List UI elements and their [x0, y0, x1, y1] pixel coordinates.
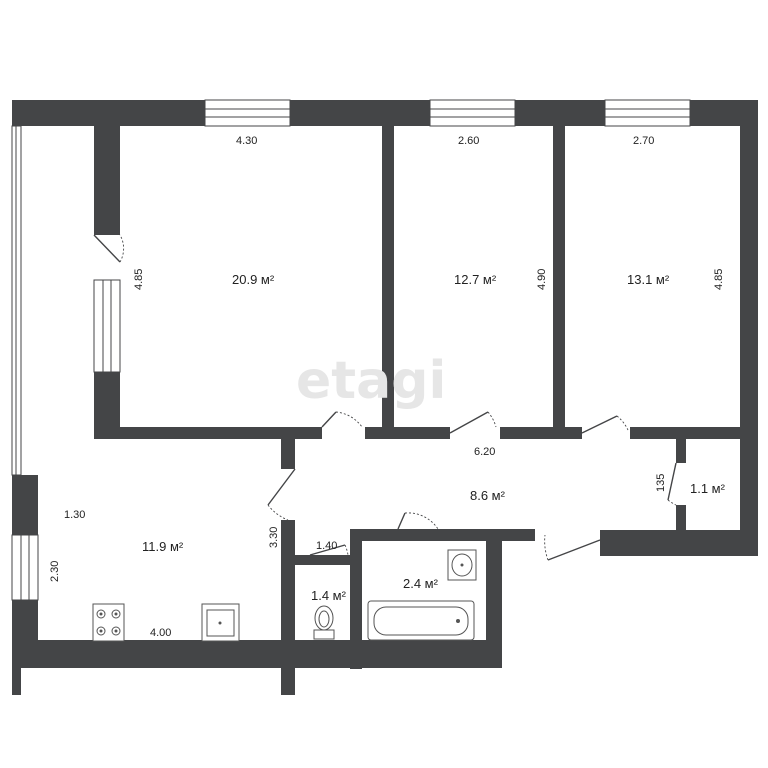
window-top-left — [204, 99, 291, 127]
stove-icon — [92, 603, 125, 642]
room-large-area: 20.9 м² — [232, 272, 275, 287]
hallway-area: 8.6 м² — [470, 488, 506, 503]
dim-kitchen-side: 2.30 — [49, 561, 61, 582]
area-labels: 20.9 м² 12.7 м² 13.1 м² 11.9 м² 8.6 м² 1… — [142, 272, 726, 603]
bathroom-area: 2.4 м² — [403, 576, 439, 591]
door-balcony — [93, 234, 124, 263]
windows — [11, 99, 691, 601]
sink-icon — [201, 603, 240, 642]
dim-toilet-width: 1.40 — [316, 540, 337, 552]
dim-right-width: 2.70 — [633, 135, 654, 147]
dim-large-width: 4.30 — [236, 135, 257, 147]
door-closet — [667, 462, 677, 506]
dim-hallway-width: 6.20 — [474, 446, 495, 458]
door-kitchen — [267, 468, 296, 521]
bathtub-icon — [367, 600, 475, 641]
dimension-labels: 4.30 2.60 2.70 4.85 4.90 4.85 6.20 135 1… — [49, 135, 725, 639]
dim-right-height: 4.85 — [713, 269, 725, 290]
window-balcony-outer — [11, 125, 22, 476]
dim-kitchen-height: 3.30 — [268, 527, 280, 548]
dim-middle-height: 4.90 — [536, 269, 548, 290]
window-balcony-inner — [93, 279, 121, 373]
door-room-large — [321, 411, 363, 428]
dim-kitchen-top: 1.30 — [64, 509, 85, 521]
door-room-middle — [449, 411, 497, 434]
washbasin-icon — [447, 549, 477, 581]
toilet-icon — [313, 605, 335, 640]
toilet-area: 1.4 м² — [311, 588, 347, 603]
door-toilet — [309, 544, 349, 556]
window-top-middle — [429, 99, 516, 127]
watermark: etagi — [296, 351, 446, 411]
room-middle-area: 12.7 м² — [454, 272, 497, 287]
dim-closet-depth: 135 — [655, 474, 667, 492]
closet-area: 1.1 м² — [690, 481, 726, 496]
window-kitchen — [11, 534, 39, 601]
dim-large-height: 4.85 — [133, 269, 145, 290]
doors — [93, 234, 677, 561]
door-room-right — [581, 415, 629, 434]
door-bathroom — [397, 512, 439, 530]
room-right-area: 13.1 м² — [627, 272, 670, 287]
kitchen-area: 11.9 м² — [142, 539, 184, 554]
dim-kitchen-width: 4.00 — [150, 627, 171, 639]
window-top-right — [604, 99, 691, 127]
door-entrance — [544, 534, 601, 561]
dim-middle-width: 2.60 — [458, 135, 479, 147]
